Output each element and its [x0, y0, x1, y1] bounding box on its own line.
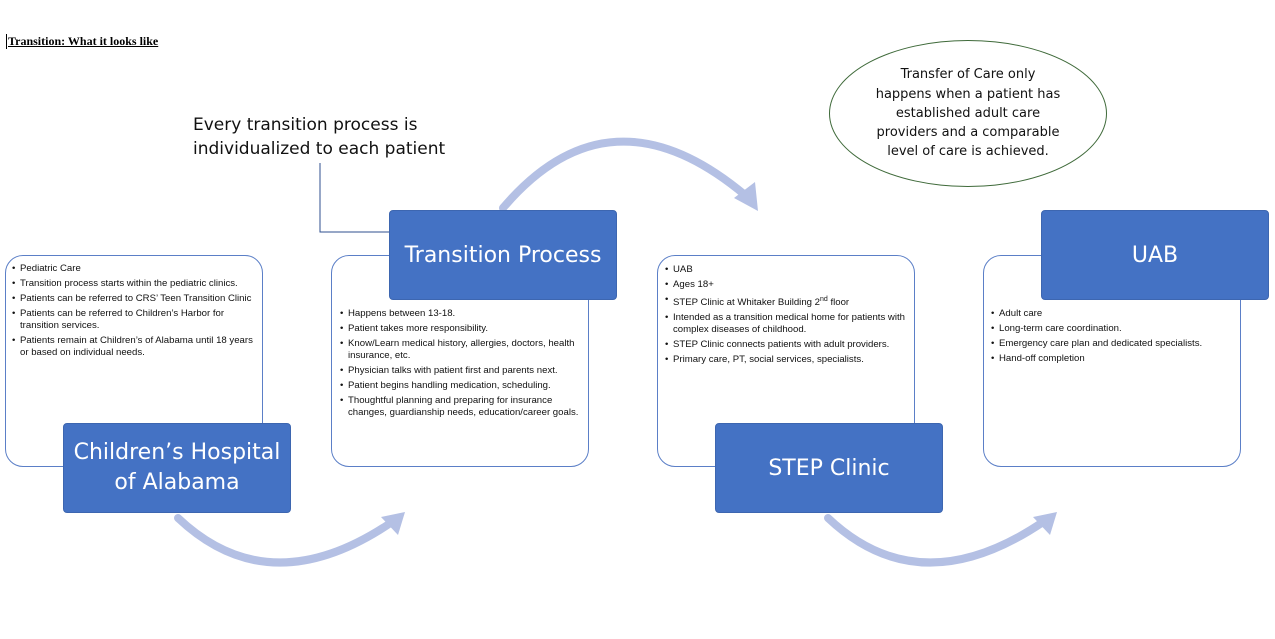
list-item: Intended as a transition medical home fo… — [665, 312, 906, 336]
flow-arrowhead-1 — [381, 512, 405, 535]
transition-process-label: Transition Process — [389, 210, 617, 300]
document-title: Transition: What it looks like — [6, 34, 159, 49]
list-item: STEP Clinic at Whitaker Building 2nd flo… — [665, 294, 906, 309]
flow-arrowhead-2 — [734, 182, 758, 211]
list-item: Pediatric Care — [12, 263, 254, 275]
list-item: Thoughtful planning and preparing for in… — [340, 395, 580, 419]
list-item: Emergency care plan and dedicated specia… — [991, 338, 1232, 350]
list-item: Patient takes more responsibility. — [340, 323, 580, 335]
flow-arrow-1 — [174, 514, 396, 567]
transition-process-list: Happens between 13-18. Patient takes mor… — [340, 308, 580, 419]
flow-arrowhead-3 — [1033, 512, 1057, 535]
list-item: Patients can be referred to Children’s H… — [12, 308, 254, 332]
flow-arrow-2 — [499, 137, 749, 212]
list-item: UAB — [665, 264, 906, 276]
transfer-of-care-text: Transfer of Care only happens when a pat… — [875, 67, 1061, 160]
flow-arrow-3 — [824, 514, 1047, 567]
list-item: Patient begins handling medication, sche… — [340, 380, 580, 392]
uab-list: Adult care Long-term care coordination. … — [991, 308, 1232, 365]
callout-text: Every transition process is individualiz… — [193, 115, 446, 159]
list-item: Happens between 13-18. — [340, 308, 580, 320]
list-item: STEP Clinic connects patients with adult… — [665, 339, 906, 351]
list-item: Hand-off completion — [991, 353, 1232, 365]
step-clinic-list: UAB Ages 18+ STEP Clinic at Whitaker Bui… — [665, 264, 906, 366]
step-clinic-label: STEP Clinic — [715, 423, 943, 513]
callout-leader-line — [319, 163, 392, 233]
list-item-text: STEP Clinic at Whitaker Building 2 — [673, 297, 820, 309]
list-item: Patients remain at Children’s of Alabama… — [12, 335, 254, 359]
uab-label: UAB — [1041, 210, 1269, 300]
list-item: Physician talks with patient first and p… — [340, 365, 580, 377]
list-item: Transition process starts within the ped… — [12, 278, 254, 290]
list-item: Know/Learn medical history, allergies, d… — [340, 338, 580, 362]
list-item: Long-term care coordination. — [991, 323, 1232, 335]
transfer-of-care-note: Transfer of Care only happens when a pat… — [829, 40, 1107, 187]
floor-word: floor — [827, 297, 850, 309]
childrens-hospital-list: Pediatric Care Transition process starts… — [12, 263, 254, 359]
childrens-hospital-label: Children’s Hospital of Alabama — [63, 423, 291, 513]
ordinal-suffix: nd — [820, 296, 828, 303]
list-item: Ages 18+ — [665, 279, 906, 291]
list-item: Patients can be referred to CRS’ Teen Tr… — [12, 293, 254, 305]
list-item: Primary care, PT, social services, speci… — [665, 354, 906, 366]
list-item: Adult care — [991, 308, 1232, 320]
